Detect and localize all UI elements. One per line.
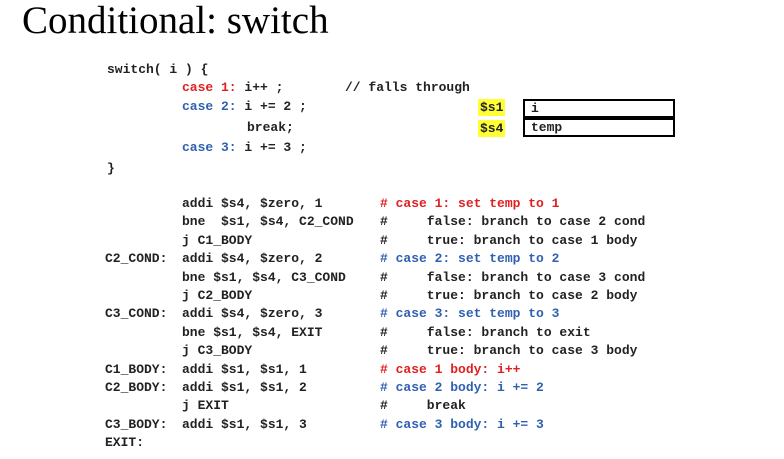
case2-keyword: case 2: [182, 99, 237, 114]
asm-instr: j C3_BODY [182, 343, 253, 359]
asm-label: C3_COND: [105, 306, 168, 322]
falls-through-comment: // falls through [345, 80, 470, 95]
asm-label: C2_BODY: [105, 380, 168, 395]
asm-instr: j C1_BODY [182, 232, 253, 248]
case2-line: case 2: i += 2 ; [182, 99, 307, 115]
asm-label: C1_BODY: [105, 361, 168, 377]
asm-label: EXIT: [105, 435, 145, 451]
asm-comment: # true: branch to case 1 body [380, 232, 638, 248]
var-box-temp: temp [523, 118, 675, 137]
asm-comment: # true: branch to case 3 body [380, 343, 638, 359]
asm-instr: addi $s1, $s1, 1 [182, 361, 307, 377]
register-s1: $s1 [478, 99, 506, 116]
asm-instr: addi $s1, $s1, 2 [182, 380, 307, 395]
case1-keyword: case 1: [182, 80, 237, 95]
asm-instr: bne $s1, $s4, C3_COND [182, 269, 346, 285]
asm-instr: j C2_BODY [182, 288, 253, 303]
asm-comment: # false: branch to case 2 cond [380, 214, 646, 230]
asm-comment: # case 2 body: i += 2 [380, 380, 544, 395]
asm-instr: addi $s4, $zero, 1 [182, 196, 323, 211]
closing-brace: } [107, 161, 115, 176]
var-temp: temp [531, 120, 563, 135]
case2-stmt: i += 2 ; [236, 99, 307, 114]
asm-comment: # break [380, 398, 466, 414]
var-i: i [531, 101, 539, 116]
case1-stmt: i++ ; [236, 80, 284, 95]
asm-comment: # case 1: set temp to 1 [380, 196, 560, 211]
asm-instr: addi $s1, $s1, 3 [182, 416, 307, 432]
asm-comment: # case 3 body: i += 3 [380, 416, 544, 432]
var-box-i: i [523, 99, 675, 118]
case3-stmt: i += 3 ; [236, 140, 307, 155]
asm-comment: # case 1 body: i++ [380, 361, 521, 377]
case1-line: case 1: i++ ; [182, 80, 283, 96]
asm-comment: # case 2: set temp to 2 [380, 251, 560, 267]
asm-instr: addi $s4, $zero, 3 [182, 306, 323, 322]
break-line: break; [247, 120, 294, 135]
asm-comment: # case 3: set temp to 3 [380, 306, 560, 322]
register-s4: $s4 [478, 120, 506, 137]
asm-instr: addi $s4, $zero, 2 [182, 251, 323, 267]
asm-instr: bne $s1, $s4, EXIT [182, 324, 323, 340]
case3-keyword: case 3: [182, 140, 237, 155]
slide-title: Conditional: switch [22, 0, 329, 42]
case3-line: case 3: i += 3 ; [182, 140, 307, 156]
asm-label: C2_COND: [105, 251, 168, 267]
switch-line: switch( i ) { [107, 62, 209, 77]
asm-instr: bne $s1, $s4, C2_COND [182, 214, 354, 230]
asm-instr: j EXIT [182, 398, 229, 414]
asm-comment: # false: branch to exit [380, 324, 591, 340]
asm-comment: # false: branch to case 3 cond [380, 269, 646, 285]
asm-label: C3_BODY: [105, 416, 168, 432]
asm-comment: # true: branch to case 2 body [380, 288, 638, 303]
